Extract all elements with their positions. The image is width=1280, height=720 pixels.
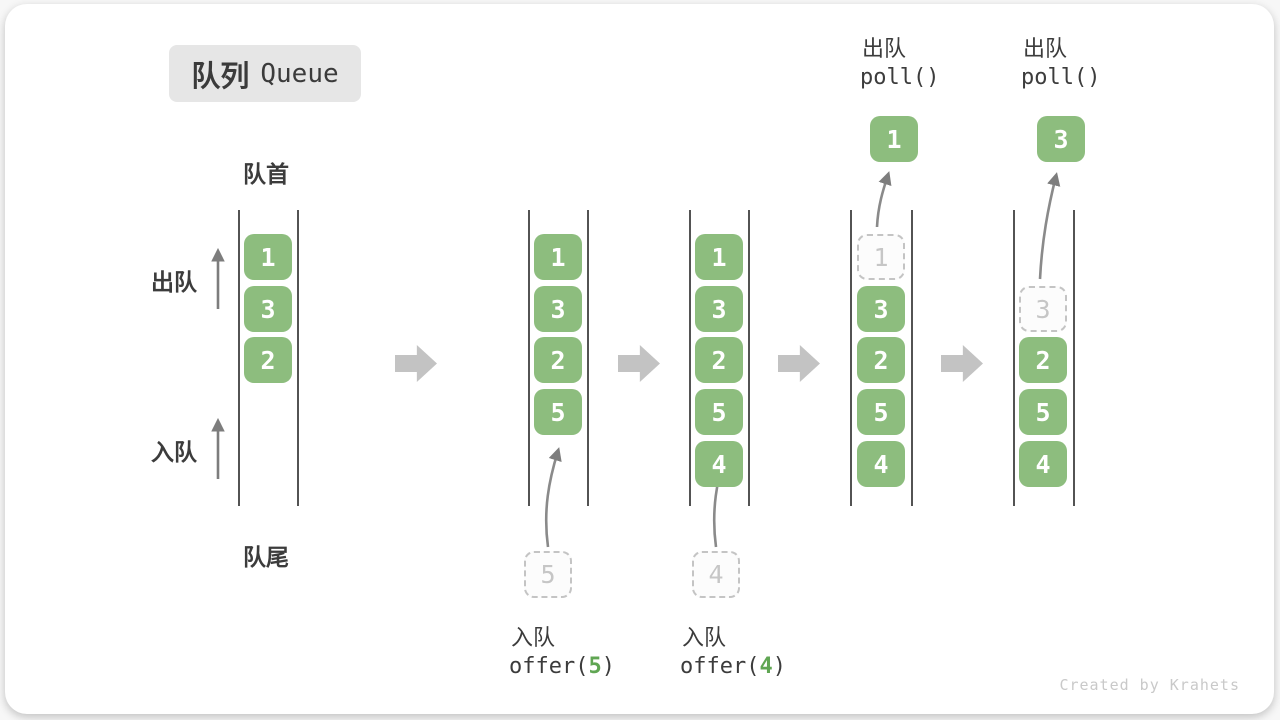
- queue-wall-left: [1013, 210, 1015, 506]
- queue-item: 4: [857, 441, 905, 487]
- title-zh: 队列: [191, 60, 250, 93]
- code-arg: 5: [588, 654, 602, 679]
- queue-item: 1: [534, 234, 582, 280]
- queue-item: 3: [695, 286, 743, 332]
- queue-wall-left: [238, 210, 240, 506]
- queue-wall-left: [689, 210, 691, 506]
- queue-wall-right: [1073, 210, 1075, 506]
- title-en: Queue: [260, 58, 339, 89]
- label-enqueue: 入队: [151, 439, 197, 465]
- label-dequeue: 出队: [151, 269, 197, 295]
- removed-item-placeholder: 1: [857, 234, 905, 280]
- dequeued-item: 1: [870, 116, 918, 162]
- incoming-item-placeholder: 4: [692, 551, 740, 598]
- queue-item: 1: [695, 234, 743, 280]
- queue-item: 4: [695, 441, 743, 487]
- label-queue-front: 队首: [243, 161, 289, 187]
- queue-item: 2: [1019, 337, 1067, 383]
- queue-item: 5: [857, 389, 905, 435]
- queue-wall-right: [297, 210, 299, 506]
- queue-wall-right: [587, 210, 589, 506]
- queue-wall-left: [528, 210, 530, 506]
- code-post: ): [772, 654, 786, 679]
- poll-code-label: poll(): [1021, 65, 1101, 90]
- queue-item: 5: [1019, 389, 1067, 435]
- dequeue-caption: 出队: [1023, 36, 1068, 61]
- code-pre: offer(: [509, 654, 589, 679]
- poll-code-label: poll(): [860, 65, 940, 90]
- queue-item: 2: [695, 337, 743, 383]
- code-post: ): [601, 654, 615, 679]
- removed-item-placeholder: 3: [1019, 286, 1067, 332]
- queue-wall-right: [911, 210, 913, 506]
- queue-wall-right: [748, 210, 750, 506]
- enqueue-caption: 入队: [511, 625, 556, 650]
- title-badge: 队列 Queue: [169, 45, 361, 102]
- dequeued-item: 3: [1037, 116, 1085, 162]
- queue-item: 2: [244, 337, 292, 383]
- queue-item: 3: [534, 286, 582, 332]
- queue-item: 4: [1019, 441, 1067, 487]
- queue-item: 5: [695, 389, 743, 435]
- watermark: Created by Krahets: [1059, 676, 1240, 694]
- enqueue-caption: 入队: [682, 625, 727, 650]
- code-pre: offer(: [680, 654, 760, 679]
- queue-item: 3: [857, 286, 905, 332]
- label-queue-rear: 队尾: [243, 544, 289, 570]
- offer-5-code-label: offer(5): [509, 654, 615, 679]
- queue-item: 3: [244, 286, 292, 332]
- incoming-item-placeholder: 5: [524, 551, 572, 598]
- dequeue-caption: 出队: [862, 36, 907, 61]
- offer-4-code-label: offer(4): [680, 654, 786, 679]
- queue-item: 2: [534, 337, 582, 383]
- queue-item: 2: [857, 337, 905, 383]
- code-arg: 4: [759, 654, 773, 679]
- queue-item: 1: [244, 234, 292, 280]
- queue-wall-left: [850, 210, 852, 506]
- queue-item: 5: [534, 389, 582, 435]
